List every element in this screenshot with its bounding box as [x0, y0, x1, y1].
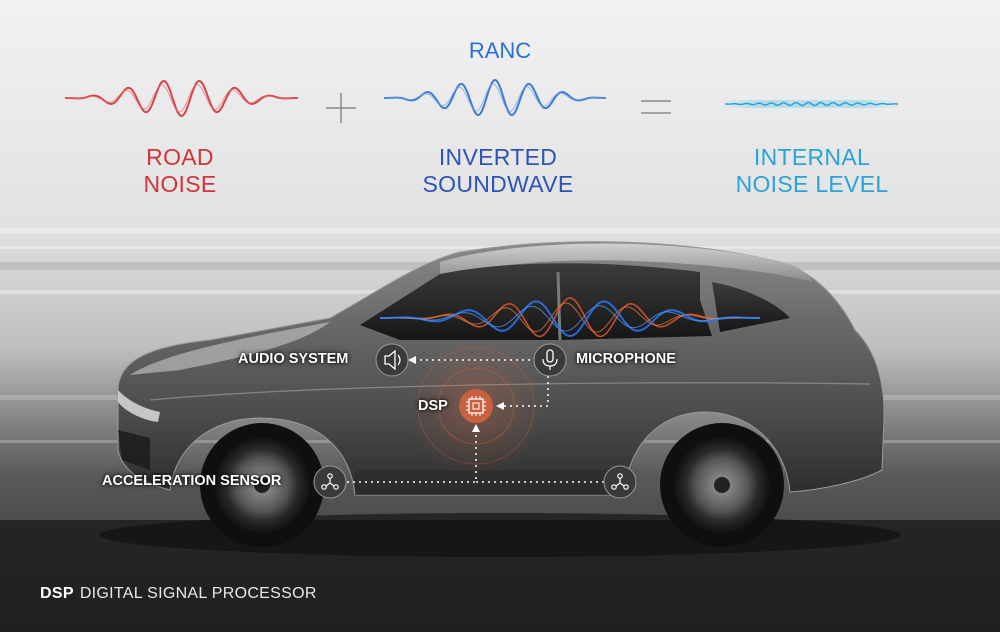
rear-wheel [660, 423, 784, 547]
audio-system-label: AUDIO SYSTEM [238, 351, 349, 367]
road-noise-line2: NOISE [143, 171, 217, 197]
dsp-label: DSP [418, 398, 448, 414]
legend-abbr: DSP [40, 585, 74, 602]
legend-text: DIGITAL SIGNAL PROCESSOR [79, 585, 317, 602]
internal-line1: INTERNAL [753, 144, 871, 170]
inverted-soundwave-label: INVERTED SOUNDWAVE [398, 144, 598, 198]
car-illustration [100, 241, 900, 557]
cabin-noise-waves [380, 297, 760, 338]
ranc-label: RANC [468, 38, 532, 63]
plus-symbol [326, 93, 356, 123]
road-noise-label: ROAD NOISE [100, 144, 260, 198]
road-noise-wave [65, 79, 298, 118]
acceleration-sensor-label: ACCELERATION SENSOR [102, 473, 282, 489]
internal-noise-label: INTERNAL NOISE LEVEL [712, 144, 912, 198]
inverted-line1: INVERTED [438, 144, 558, 170]
microphone-label: MICROPHONE [576, 351, 676, 367]
equals-symbol [641, 100, 671, 114]
internal-noise-wave [720, 100, 900, 108]
inverted-line2: SOUNDWAVE [422, 171, 574, 197]
signal-connectors [347, 359, 604, 483]
rear-sensor-icon [603, 465, 637, 499]
road-noise-line1: ROAD [146, 144, 214, 170]
front-wheel [200, 423, 324, 547]
front-sensor-icon [313, 465, 347, 499]
inverted-soundwave-wave [384, 78, 606, 117]
legend: DSP DIGITAL SIGNAL PROCESSOR [40, 585, 317, 603]
internal-line2: NOISE LEVEL [735, 171, 889, 197]
microphone-icon [533, 343, 567, 377]
speaker-icon [375, 343, 409, 377]
chip-icon [459, 389, 493, 423]
